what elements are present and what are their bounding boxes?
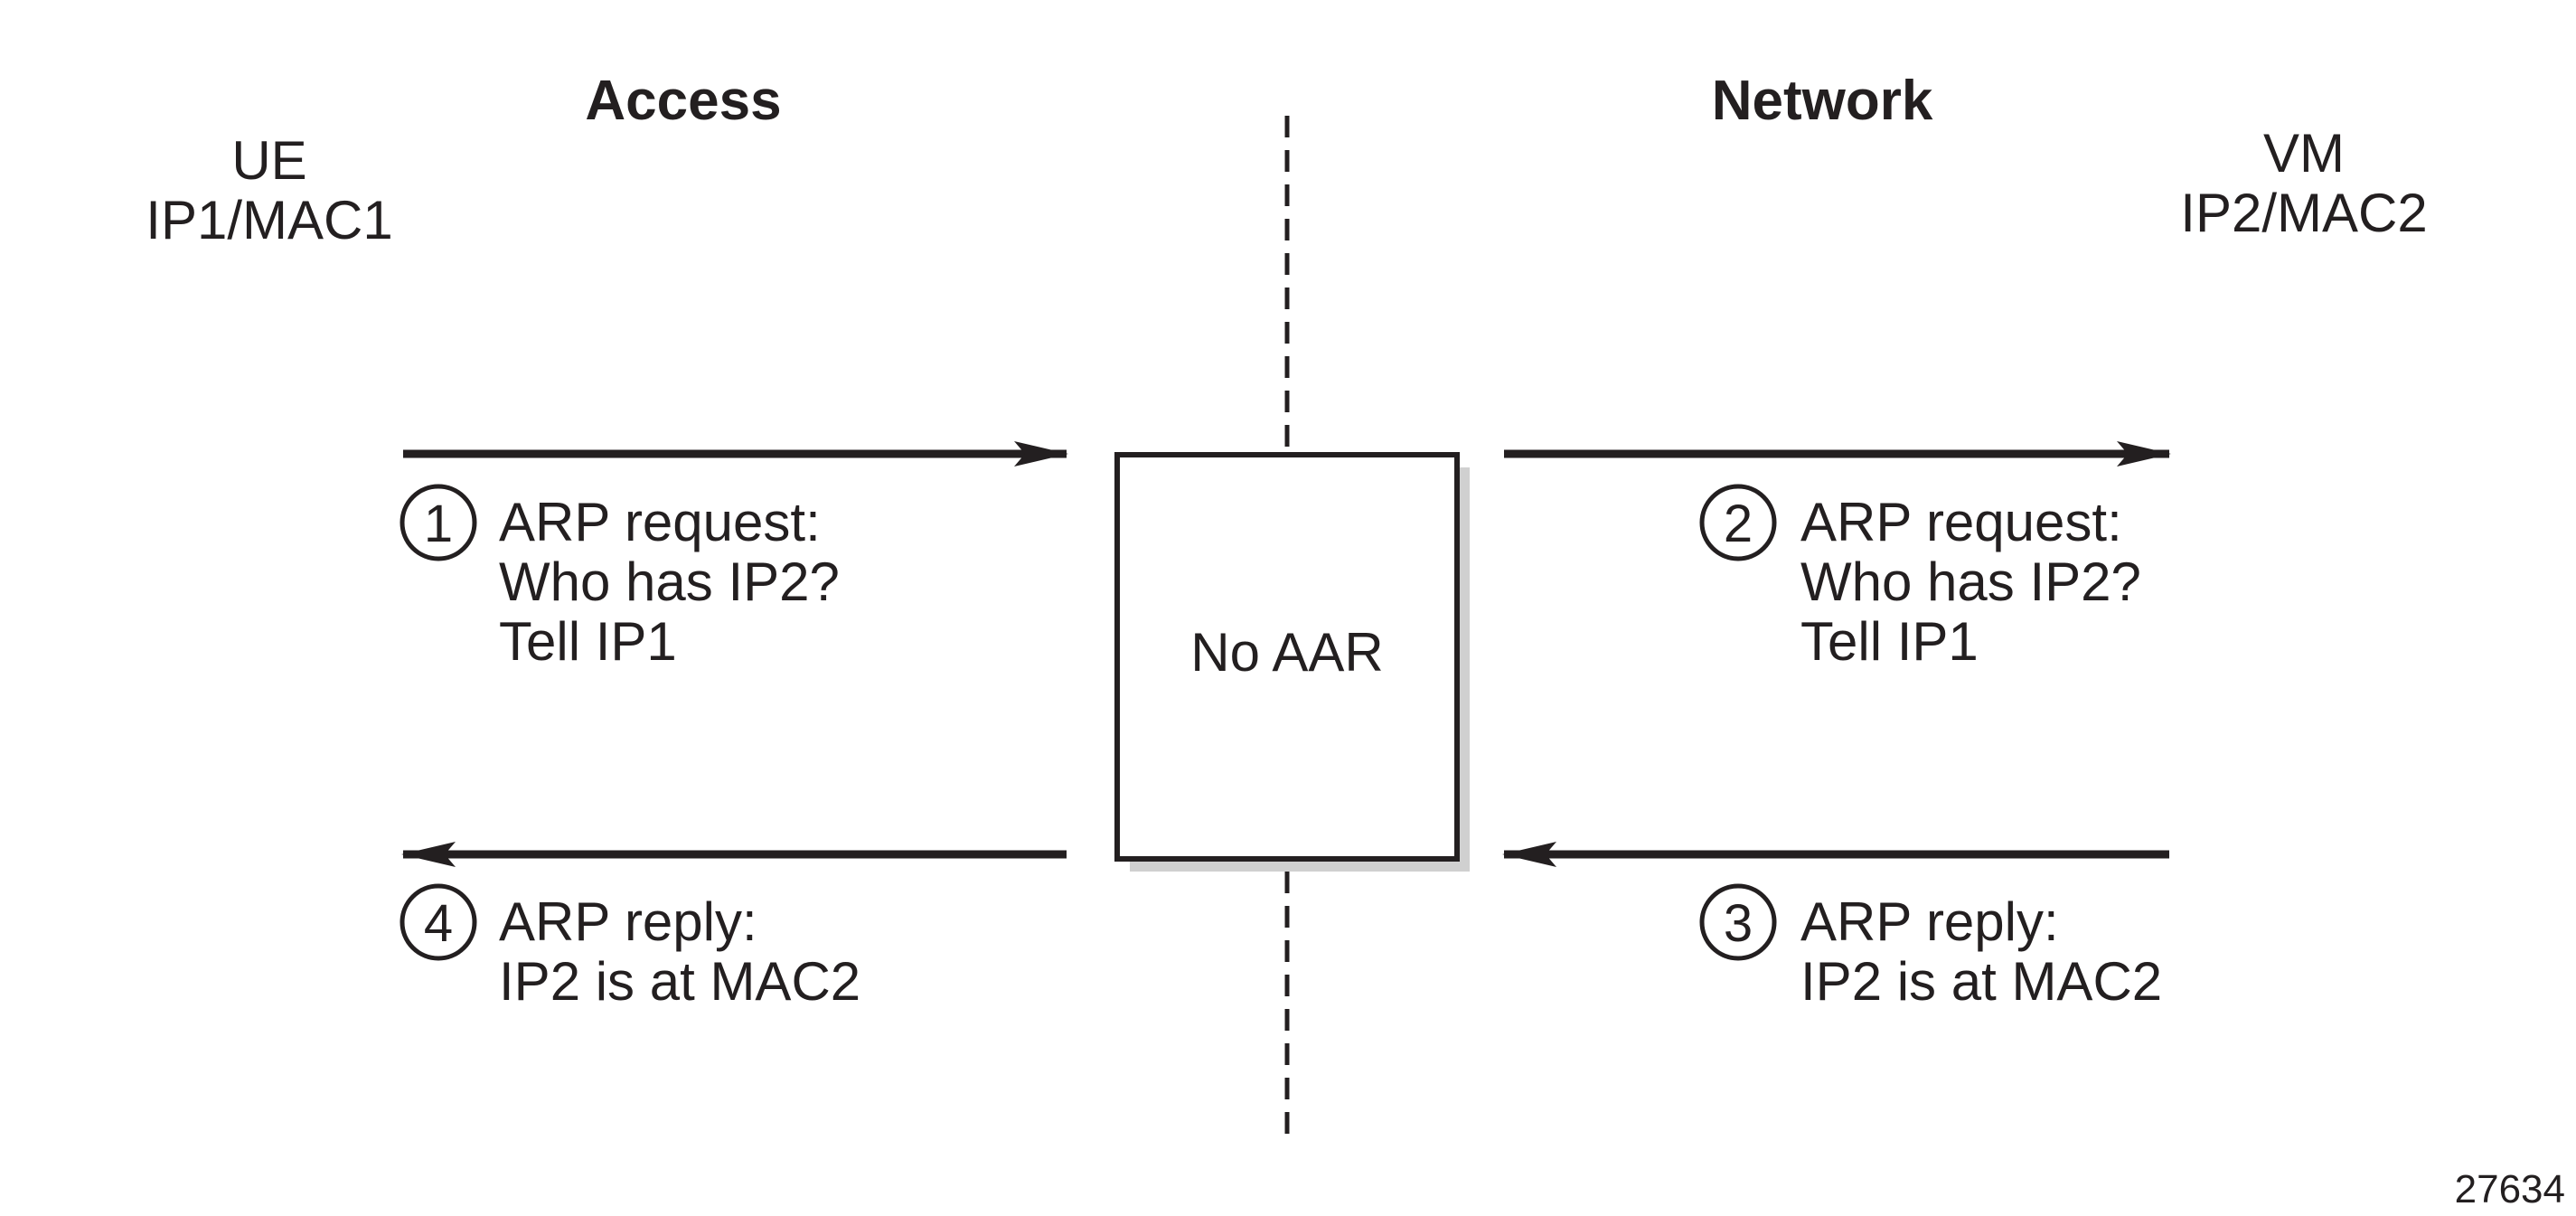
vm-address: IP2/MAC2 — [2180, 183, 2427, 243]
step-1-badge — [400, 484, 477, 561]
no-aar-box — [1114, 452, 1460, 862]
step-1-line-2: Who has IP2? — [499, 551, 840, 612]
figure-id: 27634 — [2455, 1167, 2565, 1211]
step-2-line-2: Who has IP2? — [1800, 551, 2141, 612]
step-1: 1 ARP request: Who has IP2? Tell IP1 — [400, 484, 840, 672]
ue-name: UE — [231, 130, 306, 191]
step-2-line-1: ARP request: — [1800, 492, 2122, 552]
step-3-line-1: ARP reply: — [1800, 891, 2059, 952]
step-2-line-3: Tell IP1 — [1800, 611, 1979, 672]
no-aar-node: No AAR — [1114, 452, 1470, 872]
step-2: 2 ARP request: Who has IP2? Tell IP1 — [1699, 484, 2141, 672]
step-1-line-3: Tell IP1 — [499, 611, 677, 672]
step-4-badge — [400, 883, 477, 961]
step-3-badge — [1699, 883, 1777, 961]
step-2-badge — [1699, 484, 1777, 561]
network-heading: Network — [1712, 70, 1933, 132]
step-3-line-2: IP2 is at MAC2 — [1800, 951, 2162, 1012]
step-2-number: 2 — [1724, 495, 1753, 553]
step-3-number: 3 — [1724, 894, 1753, 953]
step-4-line-1: ARP reply: — [499, 891, 757, 952]
step-4-number: 4 — [424, 894, 453, 953]
step-1-number: 1 — [424, 495, 453, 553]
ue-endpoint: UE IP1/MAC1 — [146, 130, 392, 250]
step-1-line-1: ARP request: — [499, 492, 821, 552]
step-4-line-2: IP2 is at MAC2 — [499, 951, 860, 1012]
vm-name: VM — [2263, 123, 2345, 184]
step-4: 4 ARP reply: IP2 is at MAC2 — [400, 883, 860, 1012]
access-heading: Access — [585, 70, 781, 132]
step-3: 3 ARP reply: IP2 is at MAC2 — [1699, 883, 2162, 1012]
vm-endpoint: VM IP2/MAC2 — [2180, 123, 2427, 243]
ue-address: IP1/MAC1 — [146, 190, 392, 250]
no-aar-label: No AAR — [1190, 622, 1383, 683]
